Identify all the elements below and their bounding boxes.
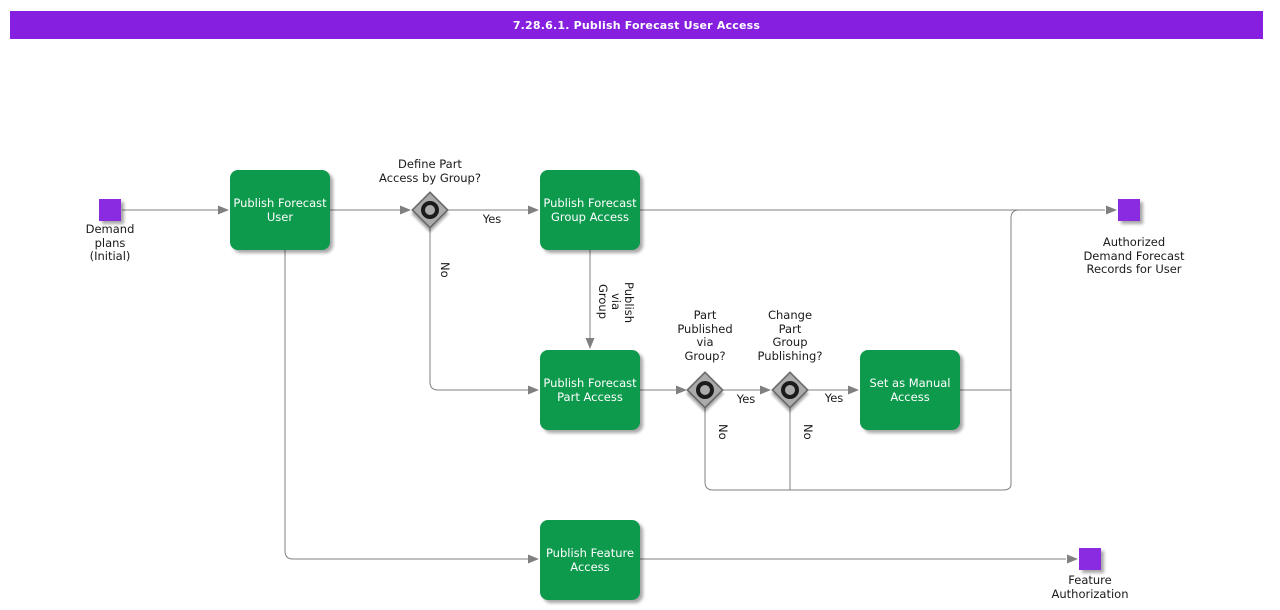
gateway2-no-label: No: [716, 424, 730, 440]
gateway1-no-label: No: [438, 262, 452, 278]
connector-gateway1-no-to-part: [429, 228, 528, 391]
start-event-label: Demand plans (Initial): [85, 222, 135, 263]
task-publish-forecast-part-access[interactable]: Publish Forecast Part Access: [540, 350, 640, 430]
diagram-title: 7.28.6.1. Publish Forecast User Access: [512, 18, 761, 32]
arrowhead: [218, 205, 229, 215]
edge-publish-via-group-label: Publish via Group: [596, 281, 636, 323]
gateway3-no-label: No: [801, 424, 815, 440]
arrowhead: [528, 205, 539, 215]
arrowhead: [1067, 554, 1078, 564]
arrowhead: [848, 385, 859, 395]
start-event-demand-plans: [99, 199, 121, 221]
gateway-change-part-group-publishing: [771, 371, 809, 409]
arrowhead: [1106, 205, 1117, 215]
gateway1-yes-label: Yes: [482, 212, 502, 226]
gateway-part-published-via-group: [686, 371, 724, 409]
task-publish-feature-access[interactable]: Publish Feature Access: [540, 520, 640, 600]
gateway1-question: Define Part Access by Group?: [379, 157, 481, 185]
arrowhead: [676, 385, 687, 395]
end-event-authorized-label: Authorized Demand Forecast Records for U…: [1083, 235, 1185, 276]
end-event-authorized-records: [1118, 199, 1140, 221]
diagram-title-bar: 7.28.6.1. Publish Forecast User Access: [10, 11, 1263, 39]
gateway3-yes-label: Yes: [824, 391, 844, 405]
connector-user-to-feature: [284, 250, 528, 560]
end-event-feature-label: Feature Authorization: [1051, 573, 1129, 601]
end-event-feature-authorization: [1079, 548, 1101, 570]
arrowhead: [760, 385, 771, 395]
gateway-define-part-access-by-group: [411, 191, 449, 229]
task-publish-forecast-group-access[interactable]: Publish Forecast Group Access: [540, 170, 640, 250]
gateway2-yes-label: Yes: [736, 392, 756, 406]
arrowhead: [528, 385, 539, 395]
arrowhead: [585, 338, 595, 349]
connector-riser: [1010, 209, 1020, 484]
arrowhead: [400, 205, 411, 215]
task-publish-forecast-user[interactable]: Publish Forecast User: [230, 170, 330, 250]
gateway3-question: Change Part Group Publishing?: [757, 308, 823, 363]
gateway2-question: Part Published via Group?: [677, 308, 733, 363]
connector-no-collector: [704, 408, 1012, 491]
arrowhead: [528, 554, 539, 564]
task-set-as-manual-access[interactable]: Set as Manual Access: [860, 350, 960, 430]
